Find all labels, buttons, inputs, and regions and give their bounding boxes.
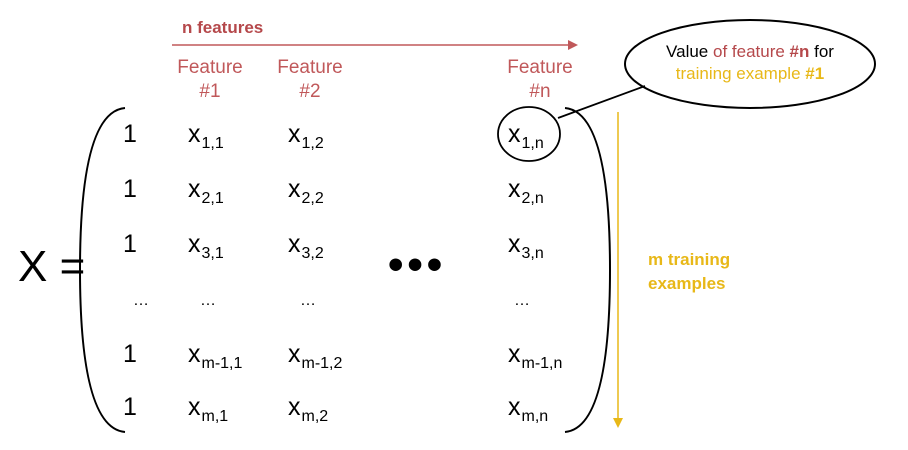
row-ellipsis: …	[514, 292, 531, 309]
m-training-line-1: m training	[648, 250, 731, 269]
cell-x: xm,n	[508, 393, 549, 425]
cell-x: xm,2	[288, 393, 329, 425]
cell-x-highlighted: x1,n	[508, 120, 544, 152]
feature-1-number: #1	[199, 81, 221, 102]
feature-n-number: #n	[529, 81, 551, 102]
feature-2-header: Feature #2	[265, 56, 355, 104]
cell-x: xm-1,2	[288, 340, 343, 372]
callout-connector	[557, 85, 646, 119]
cell-x: x2,1	[188, 175, 224, 207]
feature-n-title: Feature	[507, 57, 573, 78]
column-ellipsis: •••	[388, 240, 447, 289]
callout-text: Value of feature #n for training example…	[640, 41, 860, 85]
n-features-label: n features	[182, 18, 264, 37]
row-ellipsis: …	[133, 292, 150, 309]
cell-x: xm-1,n	[508, 340, 563, 372]
cell-x: x1,2	[288, 120, 324, 152]
callout-line-1: Value of feature #n for	[666, 42, 834, 61]
cell-ones: 1	[123, 340, 137, 368]
row-ellipsis: …	[200, 292, 217, 309]
cell-x: x3,2	[288, 230, 324, 262]
feature-2-title: Feature	[277, 57, 343, 78]
cell-x: x3,n	[508, 230, 544, 262]
callout-line-2: training example #1	[675, 64, 825, 83]
right-bracket	[564, 107, 612, 433]
cell-x: xm-1,1	[188, 340, 243, 372]
m-training-line-2: examples	[648, 274, 726, 293]
matrix-name: X =	[18, 242, 86, 291]
feature-2-number: #2	[299, 81, 321, 102]
row-ellipsis: …	[300, 292, 317, 309]
left-bracket	[78, 107, 126, 433]
m-examples-arrowhead	[613, 418, 623, 428]
feature-n-header: Feature #n	[495, 56, 585, 104]
cell-x: x1,1	[188, 120, 224, 152]
cell-x: x2,n	[508, 175, 544, 207]
cell-ones: 1	[123, 393, 137, 421]
n-features-arrowhead	[568, 40, 578, 50]
cell-x: x2,2	[288, 175, 324, 207]
cell-ones: 1	[123, 230, 137, 258]
cell-ones: 1	[123, 175, 137, 203]
m-training-examples-label: m training examples	[648, 248, 730, 296]
feature-1-title: Feature	[177, 57, 243, 78]
feature-1-header: Feature #1	[165, 56, 255, 104]
highlight-circle	[497, 106, 561, 162]
cell-x: x3,1	[188, 230, 224, 262]
callout-ellipse	[624, 19, 876, 109]
cell-ones: 1	[123, 120, 137, 148]
cell-x: xm,1	[188, 393, 229, 425]
